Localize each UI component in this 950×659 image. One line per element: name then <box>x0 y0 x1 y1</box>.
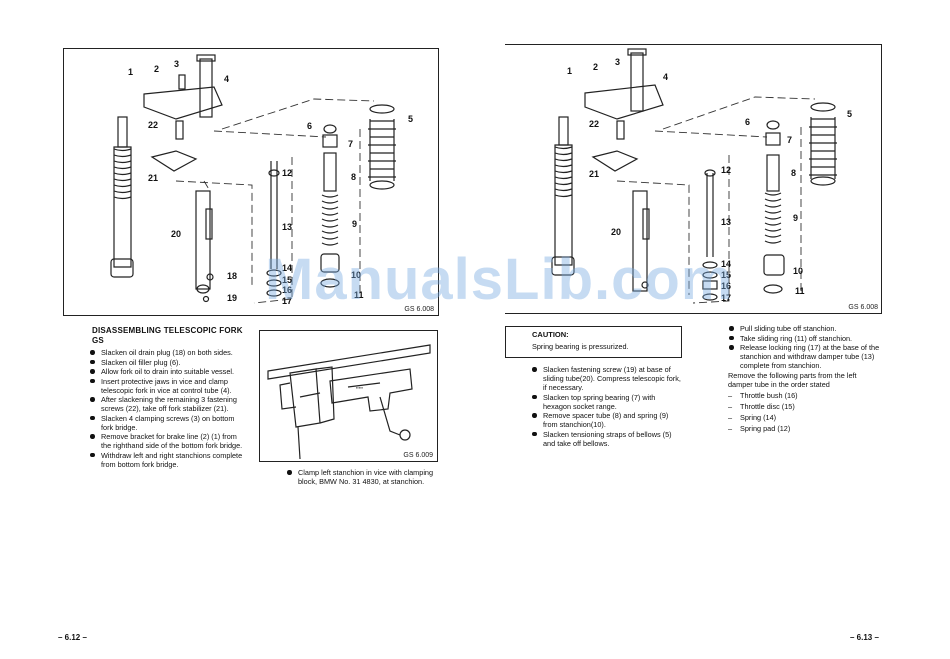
callout-10: 10 <box>793 266 803 276</box>
callout-11: 11 <box>354 290 364 300</box>
callout-2: 2 <box>593 62 598 72</box>
callout-9: 9 <box>352 219 357 229</box>
caution-box: CAUTION: Spring bearing is pressurized. <box>505 326 682 358</box>
list-item: Throttle disc (15) <box>728 401 878 412</box>
callout-8: 8 <box>351 172 356 182</box>
page-number-left: – 6.12 – <box>58 633 87 642</box>
callout-7: 7 <box>348 139 353 149</box>
vice-photo: ▪▪▪▪▪ GS 6.009 <box>259 330 438 462</box>
list-item: Release locking ring (17) at the base of… <box>728 343 882 370</box>
callout-20: 20 <box>611 227 621 237</box>
callout-20: 20 <box>171 229 181 239</box>
callout-2: 2 <box>154 64 159 74</box>
figure-code: GS 6.008 <box>404 306 434 313</box>
callout-13: 13 <box>721 217 731 227</box>
callout-14: 14 <box>721 259 731 269</box>
callout-5: 5 <box>408 114 413 124</box>
callout-22: 22 <box>148 120 158 130</box>
left-exploded-diagram: 1 2 3 4 5 6 7 8 9 10 11 12 13 14 15 16 1… <box>63 48 439 316</box>
callout-21: 21 <box>589 169 599 179</box>
photo-caption: Clamp left stanchion in vice with clampi… <box>286 468 436 486</box>
caution-title: CAUTION: <box>532 330 569 339</box>
list-item: Slacken fastening screw (19) at base of … <box>531 365 683 392</box>
callout-17: 17 <box>282 296 292 306</box>
callout-7: 7 <box>787 135 792 145</box>
list-item: Insert protective jaws in vice and clamp… <box>89 377 245 395</box>
callout-11: 11 <box>795 286 805 296</box>
callout-10: 10 <box>351 270 361 280</box>
callout-1: 1 <box>567 66 572 76</box>
callout-6: 6 <box>745 117 750 127</box>
list-item: Slacken tensioning straps of bellows (5)… <box>531 430 683 448</box>
list-item: After slackening the remaining 3 fasteni… <box>89 395 245 413</box>
callout-14: 14 <box>282 263 292 273</box>
caution-text: Spring bearing is pressurized. <box>532 342 629 351</box>
callout-1: 1 <box>128 67 133 77</box>
callout-9: 9 <box>793 213 798 223</box>
list-item: Slacken 4 clamping screws (3) on bottom … <box>89 414 245 432</box>
callout-8: 8 <box>791 168 796 178</box>
callout-17: 17 <box>721 293 731 303</box>
photo-code: GS 6.009 <box>403 452 433 459</box>
left-steps-list: Slacken oil drain plug (18) on both side… <box>89 348 245 469</box>
list-item: Slacken top spring bearing (7) with hexa… <box>531 393 683 411</box>
callout-13: 13 <box>282 222 292 232</box>
photo-caption-list: Clamp left stanchion in vice with clampi… <box>286 468 436 487</box>
list-item: Remove spacer tube (8) and spring (9) fr… <box>531 411 683 429</box>
callout-16: 16 <box>282 285 292 295</box>
right-steps-list-a: Slacken fastening screw (19) at base of … <box>531 365 683 448</box>
callout-12: 12 <box>721 165 731 175</box>
callout-12: 12 <box>282 168 292 178</box>
list-item: Slacken oil filler plug (6). <box>89 358 245 367</box>
vice-illustration: ▪▪▪▪▪ <box>267 344 431 460</box>
remove-parts-list: Throttle bush (16) Throttle disc (15) Sp… <box>728 390 878 434</box>
callout-21: 21 <box>148 173 158 183</box>
svg-text:▪▪▪▪▪: ▪▪▪▪▪ <box>356 385 364 390</box>
remove-intro: Remove the following parts from the left… <box>728 371 857 389</box>
callout-22: 22 <box>589 119 599 129</box>
callout-15: 15 <box>282 275 292 285</box>
callout-4: 4 <box>663 72 668 82</box>
page-number-right: – 6.13 – <box>850 633 879 642</box>
watermark-text: ManualsLib.com <box>265 247 734 312</box>
callout-4: 4 <box>224 74 229 84</box>
list-item: Spring pad (12) <box>728 423 878 434</box>
callout-3: 3 <box>174 59 179 69</box>
right-steps-list-b: Pull sliding tube off stanchion. Take sl… <box>728 324 882 371</box>
callout-19: 19 <box>227 293 237 303</box>
callout-6: 6 <box>307 121 312 131</box>
fork-exploded-view: 1 2 3 4 5 6 7 8 9 10 11 12 13 14 15 16 1… <box>110 54 413 306</box>
list-item: Throttle bush (16) <box>728 390 878 401</box>
list-item: Spring (14) <box>728 412 878 423</box>
callout-18: 18 <box>227 271 237 281</box>
list-item: Withdraw left and right stanchions compl… <box>89 451 245 469</box>
list-item: Pull sliding tube off stanchion. <box>728 324 882 333</box>
list-item: Take sliding ring (11) off stanchion. <box>728 334 882 343</box>
right-exploded-diagram: 1 2 3 4 5 6 7 8 9 10 11 12 13 14 15 16 1… <box>505 44 882 314</box>
callout-16: 16 <box>721 281 731 291</box>
fork-exploded-view-2: 1 2 3 4 5 6 7 8 9 10 11 12 13 14 15 16 1… <box>551 48 852 304</box>
callout-3: 3 <box>615 57 620 67</box>
figure-code: GS 6.008 <box>848 304 878 311</box>
callout-5: 5 <box>847 109 852 119</box>
list-item: Allow fork oil to drain into suitable ve… <box>89 367 245 376</box>
section-heading: DISASSEMBLING TELESCOPIC FORK GS <box>92 326 243 345</box>
list-item: Slacken oil drain plug (18) on both side… <box>89 348 245 357</box>
callout-15: 15 <box>721 270 731 280</box>
list-item: Remove bracket for brake line (2) (1) fr… <box>89 432 245 450</box>
